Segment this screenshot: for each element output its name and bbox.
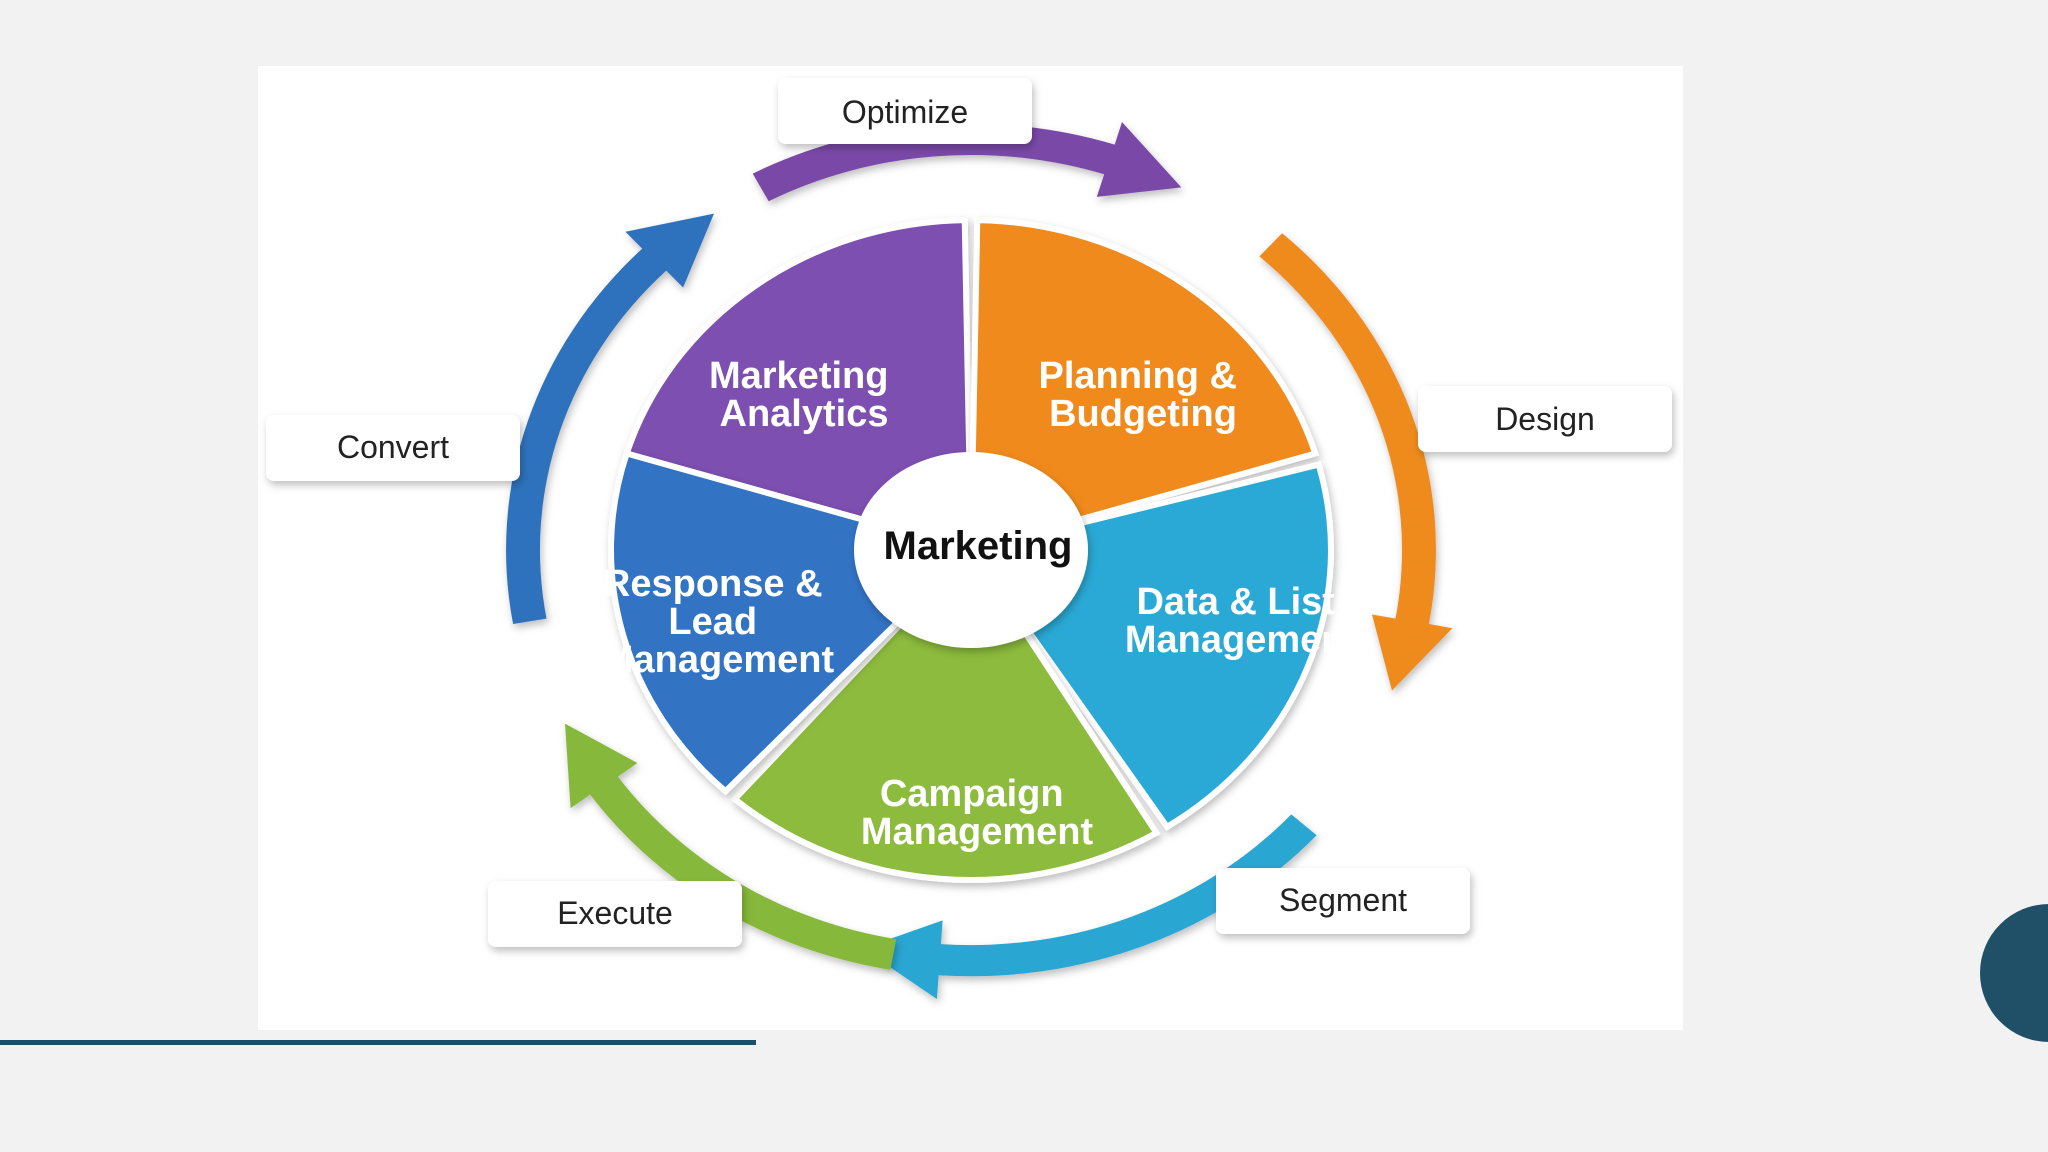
- stage-box-design: Design: [1418, 386, 1672, 452]
- marketing-cycle-diagram: Marketing Analytics Planning & Budgeting…: [258, 66, 1683, 1030]
- accent-line: [0, 1040, 756, 1045]
- center-label: Marketing: [884, 524, 1073, 568]
- stage-label-execute: Execute: [557, 895, 673, 931]
- center-hub: Marketing: [854, 452, 1088, 648]
- stage-box-execute: Execute: [488, 881, 742, 947]
- segment-label-marketing-analytics: Marketing Analytics: [709, 355, 899, 435]
- decorative-circle: [1980, 904, 2048, 1042]
- stage-label-design: Design: [1495, 401, 1595, 437]
- stage-box-convert: Convert: [266, 415, 520, 481]
- stage-box-segment: Segment: [1216, 868, 1470, 934]
- segment-label-campaign-management: Campaign Management: [861, 773, 1094, 853]
- stage-label-convert: Convert: [337, 429, 449, 465]
- stage-label-segment: Segment: [1279, 882, 1407, 918]
- segment-label-data-list-management: Data & List Management: [1125, 581, 1358, 661]
- stage-label-optimize: Optimize: [842, 94, 968, 130]
- segment-label-planning-budgeting: Planning & Budgeting: [1038, 355, 1247, 435]
- stage-box-optimize: Optimize: [778, 78, 1032, 144]
